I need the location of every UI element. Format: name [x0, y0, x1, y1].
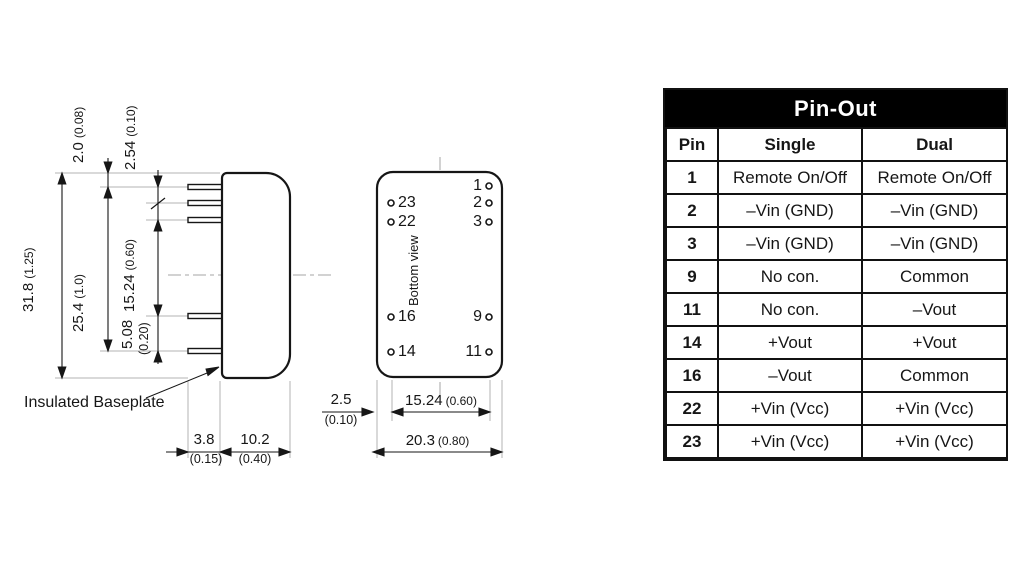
- dim-label-15-24-bottom: 15.24(0.60): [405, 392, 477, 409]
- pinout-table-grid: Pin Single Dual 1 Remote On/Off Remote O…: [665, 127, 1008, 459]
- column-header-pin: Pin: [665, 127, 719, 162]
- extension-lines: [55, 172, 291, 466]
- dimension-lines: [57, 158, 292, 457]
- pin-number-22: 22: [398, 213, 416, 230]
- table-row: 9 No con. Common: [665, 259, 1008, 294]
- dual-cell: –Vin (GND): [861, 226, 1008, 261]
- pin-cell: 23: [665, 424, 719, 459]
- dim-label-5-08-mm: 5.08: [119, 319, 136, 349]
- dim-label-3-8-mm: 3.8: [193, 431, 215, 448]
- dim-label-5-08-inch: (0.20): [137, 322, 151, 355]
- table-row: 1 Remote On/Off Remote On/Off: [665, 160, 1008, 195]
- dual-cell: –Vin (GND): [861, 193, 1008, 228]
- bottom-view-drawing: [322, 157, 504, 458]
- dim-label-20-3: 20.3(0.80): [405, 432, 470, 449]
- dual-cell: Common: [861, 259, 1008, 294]
- pinout-table: Pin-Out Pin Single Dual 1 Remote On/Off …: [663, 88, 1008, 461]
- pin-cell: 3: [665, 226, 719, 261]
- table-row: 2 –Vin (GND) –Vin (GND): [665, 193, 1008, 228]
- bottom-view-outline: [375, 170, 504, 379]
- pin-cell: 11: [665, 292, 719, 327]
- pin-number-1: 1: [473, 177, 482, 194]
- single-cell: –Vout: [717, 358, 863, 393]
- table-row: 3 –Vin (GND) –Vin (GND): [665, 226, 1008, 261]
- pin-number-23: 23: [398, 194, 416, 211]
- table-header-row: Pin Single Dual: [665, 127, 1008, 162]
- baseplate-label: Insulated Baseplate: [24, 394, 165, 411]
- dual-cell: Common: [861, 358, 1008, 393]
- pin-number-11: 11: [465, 343, 482, 360]
- pin-cell: 16: [665, 358, 719, 393]
- table-row: 11 No con. –Vout: [665, 292, 1008, 327]
- dim-label-31-8: 31.8(1.25): [20, 247, 37, 312]
- extension-lines: [376, 380, 503, 458]
- package-outline: [220, 171, 292, 380]
- dual-cell: +Vin (Vcc): [861, 391, 1008, 426]
- dim-label-2-54: 2.54(0.10): [122, 105, 139, 170]
- dual-cell: Remote On/Off: [861, 160, 1008, 195]
- dimension-lines: [322, 407, 504, 457]
- pin-number-9: 9: [473, 308, 482, 325]
- bottom-view-label: Bottom view: [406, 235, 421, 306]
- single-cell: +Vout: [717, 325, 863, 360]
- single-cell: +Vin (Vcc): [717, 424, 863, 459]
- pin-cell: 1: [665, 160, 719, 195]
- pin-cell: 14: [665, 325, 719, 360]
- single-cell: –Vin (GND): [717, 226, 863, 261]
- dual-cell: –Vout: [861, 292, 1008, 327]
- single-cell: –Vin (GND): [717, 193, 863, 228]
- dual-cell: +Vin (Vcc): [861, 424, 1008, 459]
- table-row: 16 –Vout Common: [665, 358, 1008, 393]
- dim-label-10-2-inch: (0.40): [238, 452, 272, 466]
- pin-cell: 22: [665, 391, 719, 426]
- pin-number-3: 3: [473, 213, 482, 230]
- single-cell: No con.: [717, 259, 863, 294]
- single-cell: Remote On/Off: [717, 160, 863, 195]
- baseplate-leader-arrow: [145, 366, 220, 399]
- dim-label-25-4: 25.4(1.0): [70, 274, 87, 332]
- pin-cell: 9: [665, 259, 719, 294]
- component-pins: [187, 183, 223, 355]
- dual-cell: +Vout: [861, 325, 1008, 360]
- column-header-dual: Dual: [861, 127, 1008, 162]
- pin-cell: 2: [665, 193, 719, 228]
- pin-number-14: 14: [398, 343, 416, 360]
- pin-number-2: 2: [473, 194, 482, 211]
- table-row: 23 +Vin (Vcc) +Vin (Vcc): [665, 424, 1008, 459]
- pinout-table-title: Pin-Out: [665, 90, 1006, 127]
- pin-number-16: 16: [398, 308, 416, 325]
- side-view-drawing: [55, 158, 334, 466]
- column-header-single: Single: [717, 127, 863, 162]
- pin-dots: [387, 182, 493, 356]
- dim-label-15-24: 15.24(0.60): [121, 239, 138, 312]
- dim-label-2-5-mm: 2.5: [330, 391, 352, 408]
- dim-label-10-2-mm: 10.2: [240, 431, 270, 448]
- table-row: 14 +Vout +Vout: [665, 325, 1008, 360]
- single-cell: +Vin (Vcc): [717, 391, 863, 426]
- single-cell: No con.: [717, 292, 863, 327]
- table-row: 22 +Vin (Vcc) +Vin (Vcc): [665, 391, 1008, 426]
- dim-label-2-5-inch: (0.10): [324, 413, 358, 427]
- dim-label-3-8-inch: (0.15): [189, 452, 223, 466]
- dim-label-2-0: 2.0(0.08): [70, 106, 87, 163]
